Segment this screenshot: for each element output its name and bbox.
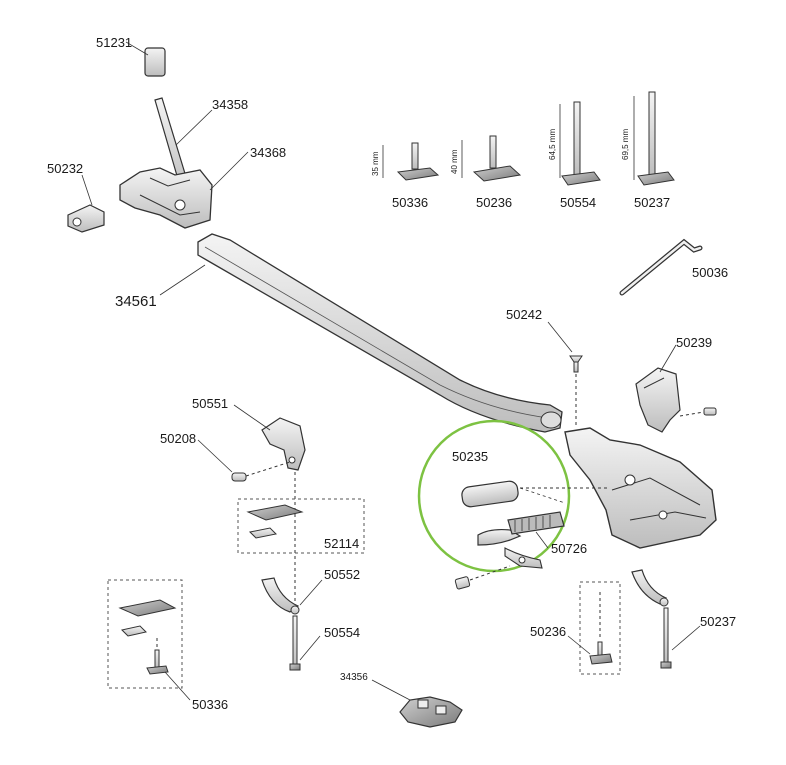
label-34561: 34561 [115, 293, 157, 310]
label-50236-top: 50236 [476, 195, 513, 210]
highlight-circle [417, 419, 571, 573]
dim-40mm: 40 mm [450, 149, 459, 174]
label-50336-bottom: 50336 [192, 697, 229, 712]
part-50036-hexkey [619, 238, 703, 296]
label-50239: 50239 [676, 335, 713, 350]
label-50208: 50208 [160, 431, 197, 446]
part-foot-body [564, 427, 717, 549]
label-34358: 34358 [212, 97, 249, 112]
part-50554-bolt-bottom [289, 615, 321, 671]
part-50242-screw [547, 321, 583, 428]
label-50554-top: 50554 [560, 195, 597, 210]
part-50237-tbolt-top: 69,5 mm [621, 91, 675, 186]
part-50726-lever [477, 511, 565, 569]
label-34368: 34368 [250, 145, 287, 160]
part-right-strap [631, 569, 669, 607]
label-50236-bottom: 50236 [530, 624, 567, 639]
part-nut [454, 565, 511, 590]
label-50232: 50232 [47, 161, 84, 176]
part-50554-tbolt-top: 64,5 mm [548, 101, 601, 186]
dim-64-5mm: 64,5 mm [548, 129, 557, 160]
part-50551-bracket [233, 404, 306, 471]
label-50036: 50036 [692, 265, 729, 280]
label-50237-bottom: 50237 [700, 614, 737, 629]
part-51231-cap [125, 41, 166, 77]
part-50336-kit-bottom [107, 579, 191, 701]
label-50242: 50242 [506, 307, 543, 322]
label-50552: 50552 [324, 567, 361, 582]
part-34368-holder [119, 151, 249, 229]
label-52114: 52114 [324, 536, 360, 551]
part-50236-kit-bottom [567, 581, 621, 675]
label-50554-bottom: 50554 [324, 625, 361, 640]
label-51231: 51231 [96, 35, 133, 50]
part-50208-pin [197, 439, 296, 605]
part-50237-bolt-bottom [660, 607, 701, 669]
part-50552-strap [261, 577, 323, 615]
part-50232-clip [67, 174, 105, 233]
part-34356-plate [371, 679, 463, 728]
part-52114-kit [237, 498, 365, 554]
dim-35mm: 35 mm [371, 151, 380, 176]
label-50551: 50551 [192, 396, 229, 411]
part-50239-block [635, 344, 717, 433]
part-50235-sleeve [461, 480, 610, 508]
part-50236-tbolt-top: 40 mm [450, 135, 522, 182]
label-50237-top: 50237 [634, 195, 671, 210]
label-50336-top: 50336 [392, 195, 429, 210]
label-50235: 50235 [452, 449, 489, 464]
part-34561-bar [159, 233, 563, 433]
label-34356: 34356 [340, 672, 368, 683]
label-50726: 50726 [551, 541, 588, 556]
dim-69-5mm: 69,5 mm [621, 129, 630, 160]
part-50336-tbolt-top: 35 mm [371, 142, 440, 181]
